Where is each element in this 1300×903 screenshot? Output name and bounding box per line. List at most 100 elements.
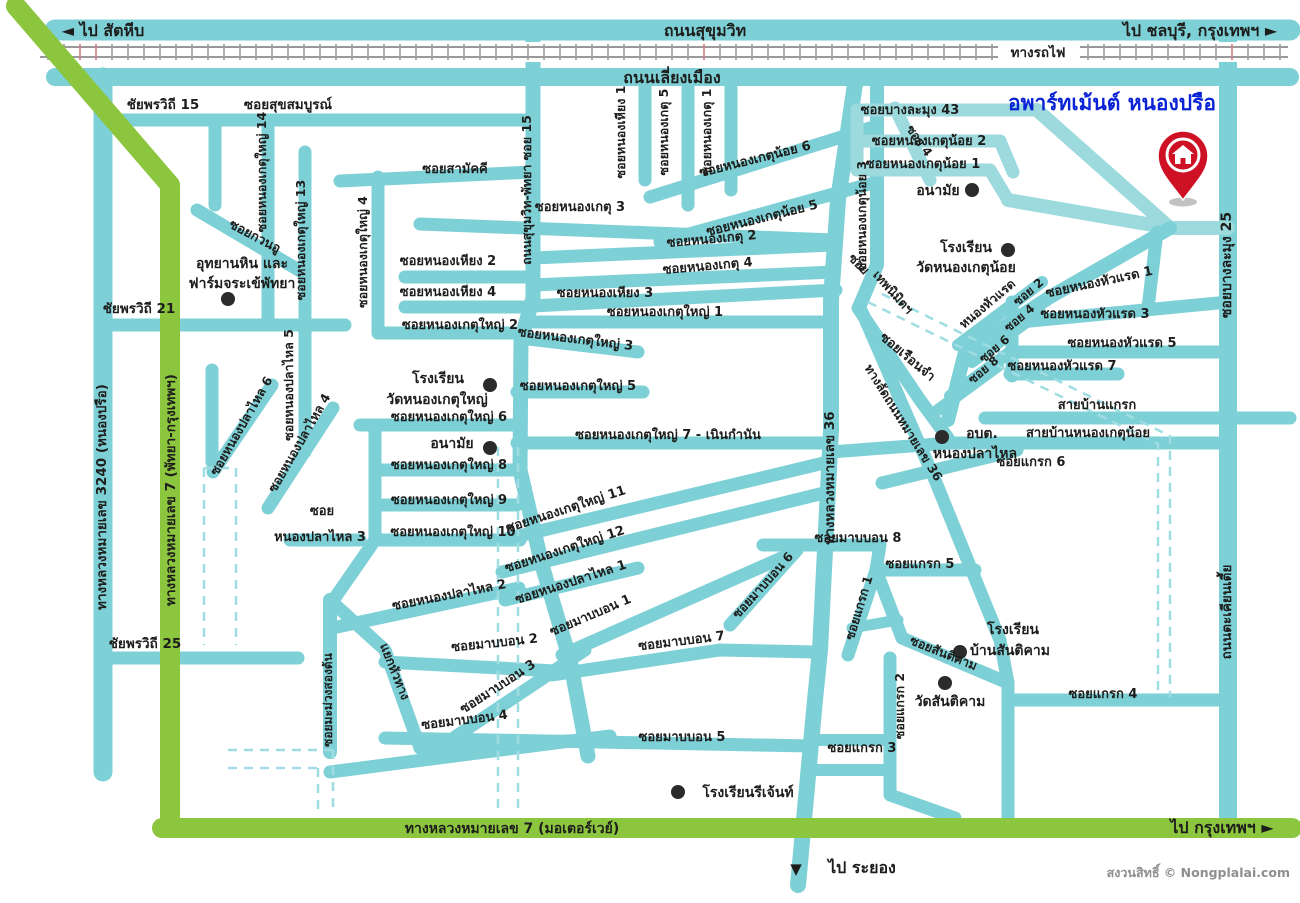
road-label: อุทยานหิน และ: [196, 256, 288, 272]
road-label: ซอยหนองหัวแรด 3: [1040, 307, 1149, 322]
road-label: ถนนเลี่ยงเมือง: [623, 66, 720, 87]
road-label: ทางหลวงหมายเลข 3240 (หนองปรือ): [94, 384, 110, 610]
road-label: ซอยแกรก 3: [828, 741, 897, 756]
soi-mabbon-7-road: [545, 643, 822, 682]
road-label: ซอยหนองเกตุน้อย 1: [866, 156, 981, 172]
road-label: ซอย: [310, 504, 334, 519]
road-label: ซอยแกรก 2: [892, 673, 907, 739]
road-label: ซอยหนองเกตุใหญ่ 9: [391, 491, 507, 508]
dashed-thepnimit-a: [867, 300, 1160, 697]
road-label: ซอยบางละมุง 25: [1219, 212, 1235, 318]
ne-diag-a: [1030, 103, 1177, 235]
soi-4-road: [888, 101, 937, 187]
soi-krok-1-cross: [846, 614, 904, 634]
shortcut-highway36-road: [855, 305, 1015, 690]
place-dot: [483, 441, 497, 455]
road-label: ทางหลวงหมายเลข 36: [822, 411, 838, 544]
road-label: ซอยสามัคคี: [422, 161, 487, 177]
road-label: ซอยบางละมุง 43: [861, 103, 960, 118]
railway-layer: [36, 42, 1292, 62]
road-label: ซอยหนองเกตุใหญ่ 5: [520, 377, 636, 394]
road-label: ซอยหนองเกตุใหญ่ 14: [254, 111, 270, 232]
road-label: ซอยหนองปลาไหล 5: [281, 329, 296, 441]
road-label: ซอยหนองเหียง 1: [613, 86, 628, 179]
road-label: ซอยหนองเกตุใหญ่ 1: [607, 303, 723, 320]
road-label: ฟาร์มจระเข้พัทยา: [189, 275, 296, 292]
huaraed-soi4-road: [966, 306, 1046, 368]
road-label: ถนนตะเคียนเตี้ย: [1216, 565, 1235, 660]
railway-label: ทางรถไฟ: [1011, 44, 1066, 61]
road-label: โรงเรียน: [939, 238, 992, 256]
roads-layer: [44, 19, 1300, 893]
place-dot: [938, 676, 952, 690]
road-label: ซอยแกรก 6: [997, 455, 1066, 470]
soi-nongketyai-11-road: [495, 455, 835, 547]
road-label: อนามัย: [430, 436, 473, 452]
road-label: โรงเรียน: [986, 620, 1039, 638]
road-label: ซอยหนองเกตุใหญ่ 13: [293, 180, 309, 300]
road-label: ชัยพรวิถี 21: [103, 301, 175, 317]
sai-ban-nongketnoi-road: [824, 436, 1235, 459]
road-label: ซอยหนองเกตุใหญ่ 10: [390, 523, 515, 540]
soi-nongketnoi-6-road: [643, 121, 877, 204]
soi-krok-1-right: [869, 563, 909, 645]
road-label: บ้านสันติคาม: [970, 643, 1050, 659]
road-label: ซอยมะม่วงสองต้น: [321, 652, 335, 746]
soi-mabbon-1-road: [555, 545, 802, 662]
destination-pin[interactable]: [1157, 130, 1209, 207]
place-dot: [221, 292, 235, 306]
soi-nongplalai-1-road: [498, 561, 645, 607]
road-label: ▼: [790, 860, 802, 878]
map-title: อพาร์ทเม้นต์ หนองปรือ: [1008, 91, 1216, 115]
road-label: ซอยหนองเกตุ 5: [656, 89, 672, 176]
dashed-roads-layer: [202, 292, 1172, 812]
road-label: ซอยหนองหัวแรด 7: [1007, 359, 1116, 374]
road-label: ไป กรุงเทพฯ ►: [1168, 818, 1274, 838]
soi-mabbon-2-road: [378, 655, 582, 679]
road-label: ซอยหนองเหียง 4: [400, 284, 496, 300]
soi-nonghuaraed-3-road: [1013, 295, 1235, 329]
road-label: ซอยสุขสมบูรณ์: [244, 96, 333, 113]
soi-krok-1-left: [841, 563, 883, 662]
place-dot: [935, 430, 949, 444]
huaraed-soi2-road: [952, 276, 1048, 351]
road-label: วัดหนองเกตุน้อย: [916, 260, 1016, 276]
place-dot: [483, 378, 497, 392]
road-label: ซอยหนองเกตุใหญ่ 2: [402, 316, 518, 333]
pin-shadow: [1169, 197, 1197, 207]
road-label: ซอยหนองเกตุ 1: [699, 89, 715, 176]
soi-nongket-4-road: [526, 265, 841, 292]
road-label: ◄ ไป สัตหีบ: [62, 21, 145, 40]
road-label: ซอยมาบบอน 5: [639, 730, 726, 745]
soi-nongketyai-3-road: [513, 331, 645, 359]
road-label: โรงเรียน: [411, 369, 464, 387]
home-icon: [1172, 145, 1194, 154]
soi-santikham-road: [895, 631, 1015, 690]
road-label: ซอยหนองเกตุใหญ่ 4: [355, 196, 371, 308]
road-label: ไป ชลบุรี, กรุงเทพฯ ►: [1121, 21, 1278, 41]
road-label: ซอยมาบบอน 8: [815, 531, 902, 546]
ladder-down: [325, 533, 382, 609]
road-label: ซอยหนองเกตุใหญ่ 6: [391, 408, 507, 425]
soi-mabbon-3-road: [448, 643, 592, 744]
motorway-layer: [6, 0, 1300, 838]
soi-nongplalai-2-road: [330, 581, 526, 634]
pin-body: [1157, 130, 1209, 202]
soi-krok-6-road: [875, 443, 1024, 490]
soi-nonghiang-3-road: [526, 283, 843, 313]
ne-bend2: [993, 134, 1020, 179]
road-label: วัดสันติคาม: [915, 694, 986, 710]
road-label: ไป ระยอง: [826, 858, 896, 877]
road-label: ถนนสุขุมวิท: [664, 21, 746, 41]
road-label: สายบ้านหนองเกตุน้อย: [1026, 425, 1150, 441]
place-dots-layer: [221, 183, 1015, 799]
road-label: อนามัย: [916, 183, 959, 199]
nonghuaraed-vlink: [1141, 225, 1164, 315]
road-label: ทางหลวงหมายเลข 7 (มอเตอร์เวย์): [405, 820, 619, 837]
soi-krok-2-road: [883, 651, 962, 825]
soi-nongket-2-road: [526, 238, 841, 265]
pin-ring: [1165, 137, 1201, 173]
soi-mabbon-5-road: [378, 731, 819, 753]
road-label: ซอยหนองเหียง 2: [400, 253, 496, 269]
